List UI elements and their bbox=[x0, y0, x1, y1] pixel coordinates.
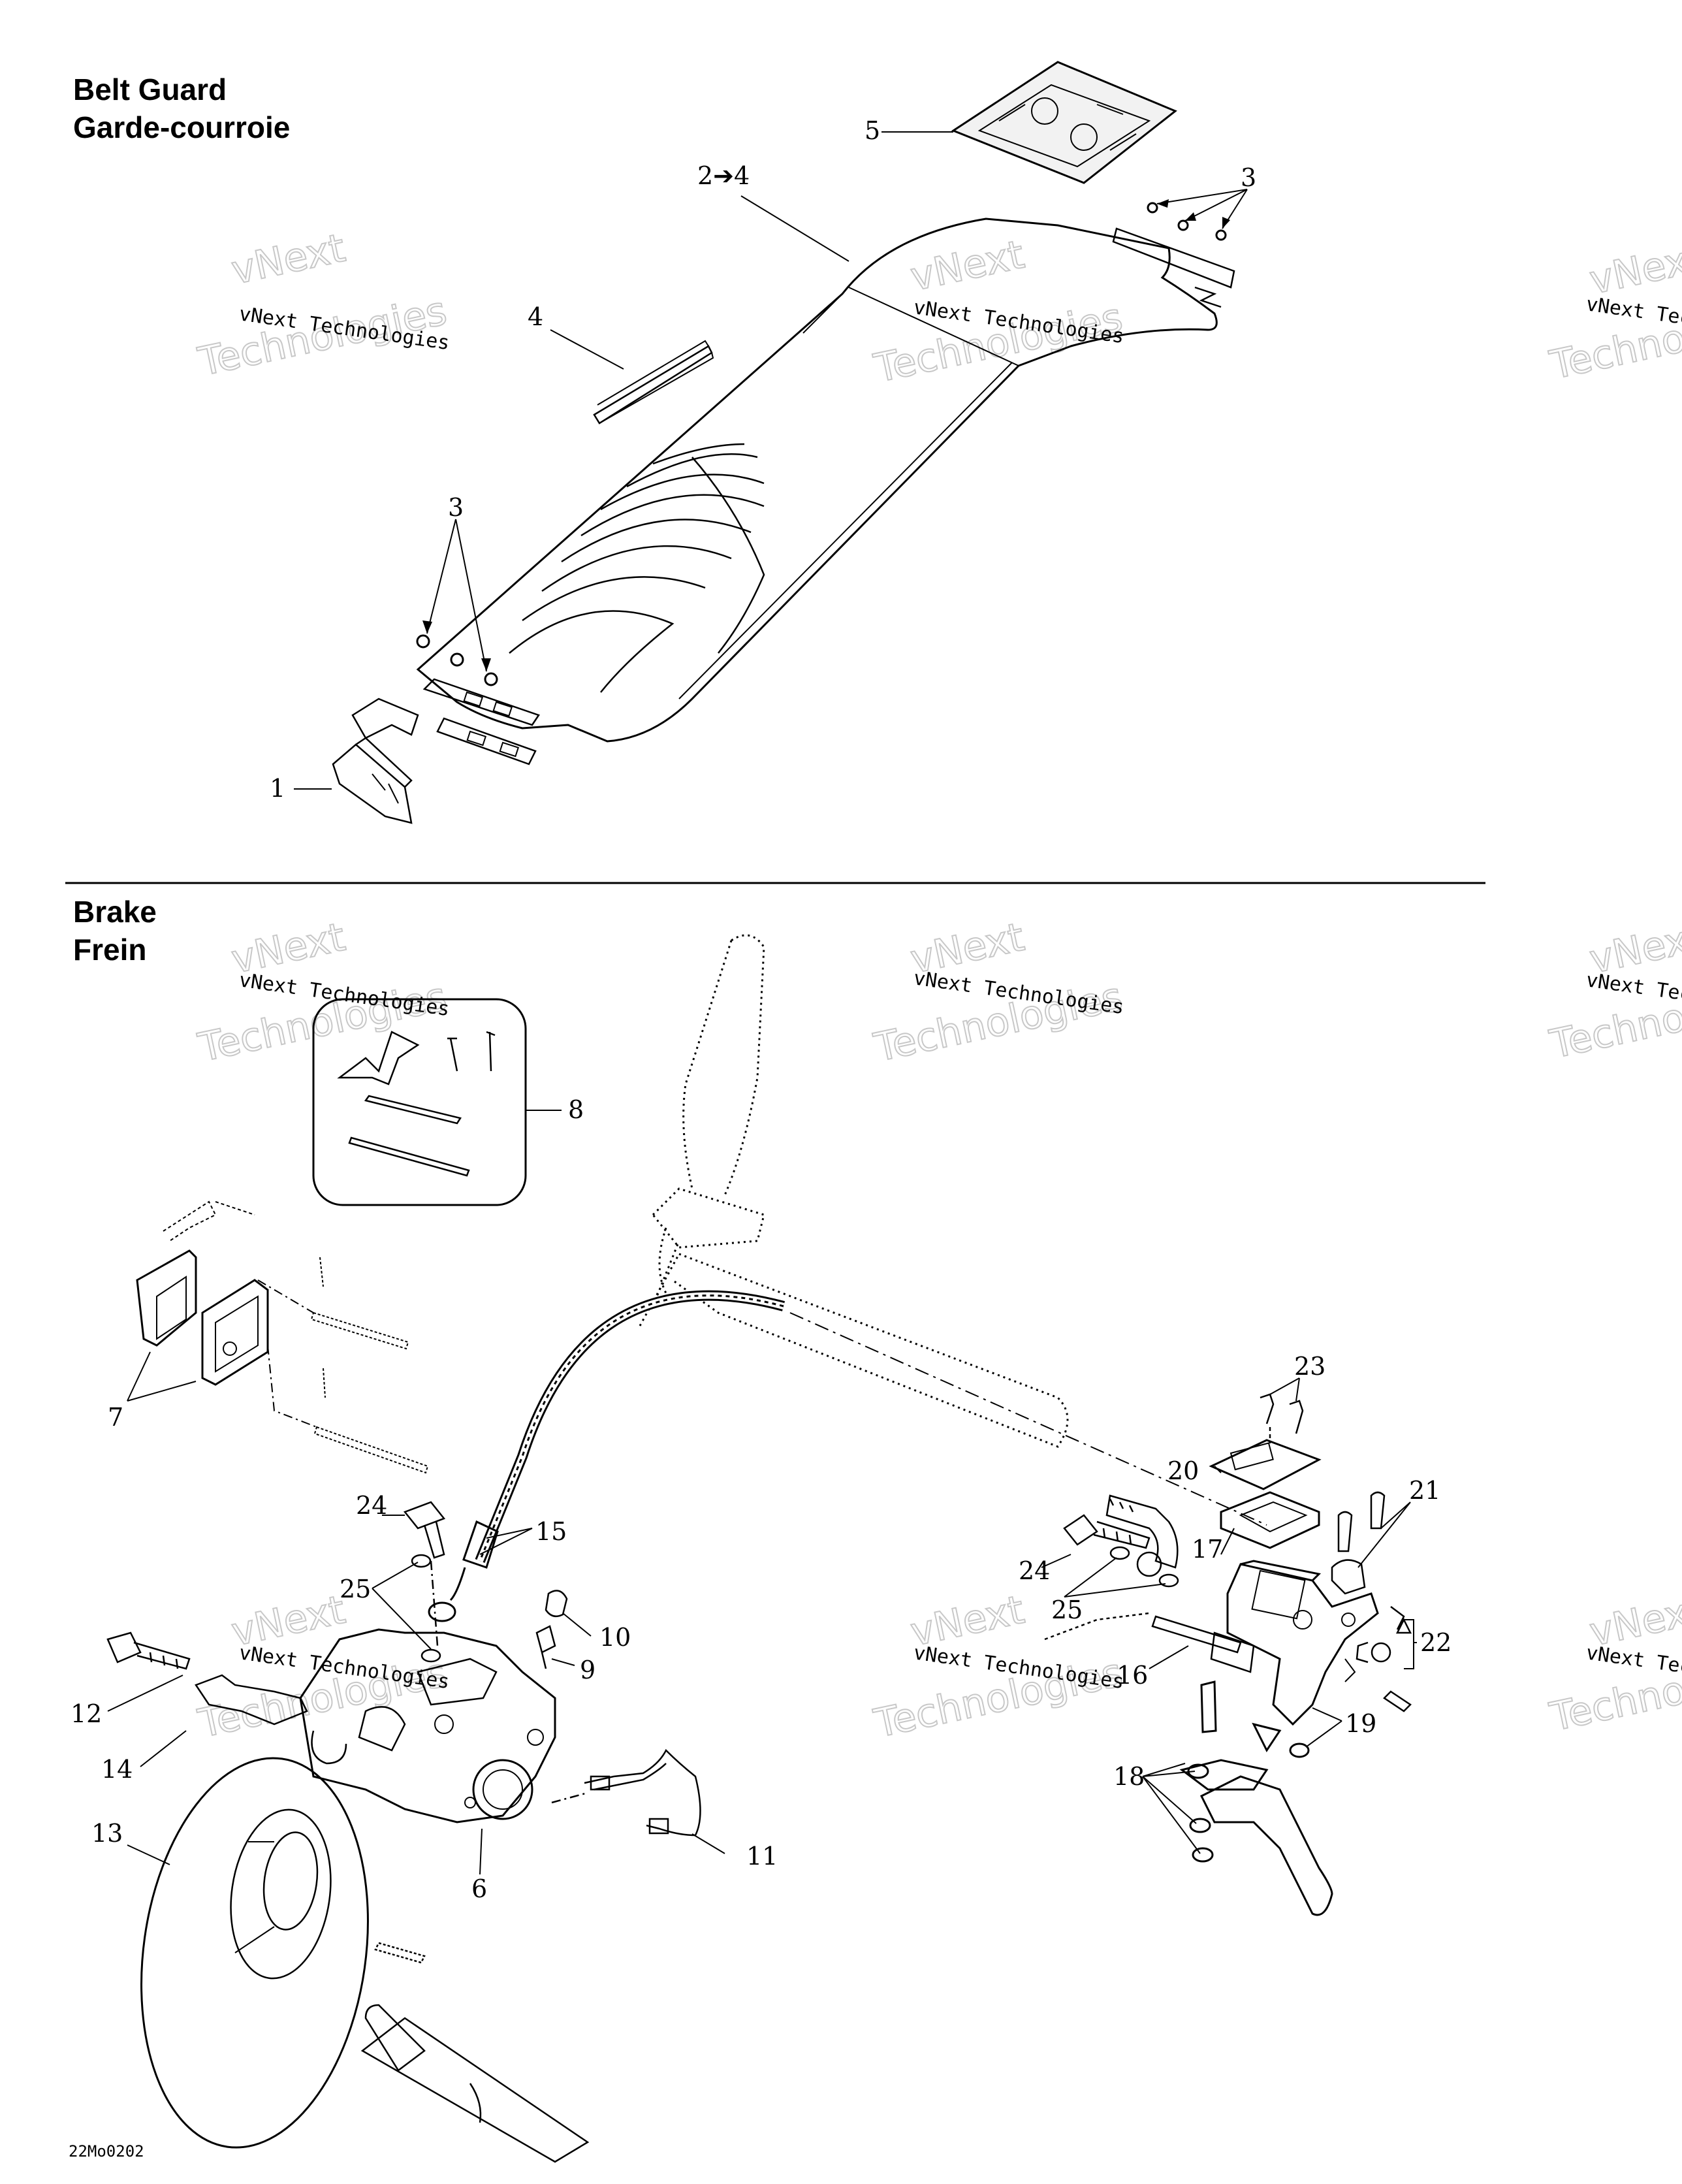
callout-1: 1 bbox=[270, 774, 285, 803]
callout-2-to-4: 2➔4 bbox=[697, 161, 750, 190]
brake-callouts: 7 8 24 25 15 10 9 12 14 13 6 11 24 25 16… bbox=[71, 1095, 1452, 1903]
banjo-bolt-24-left bbox=[403, 1501, 446, 1663]
brake-leaders bbox=[107, 1377, 1417, 1875]
kit-8-parts bbox=[337, 1031, 496, 1177]
nut-3a bbox=[416, 634, 430, 649]
svg-text:vNext: vNext bbox=[1586, 235, 1682, 304]
belt-guard-drawing bbox=[294, 61, 1248, 824]
callout-21: 21 bbox=[1409, 1476, 1440, 1505]
bolt-12 bbox=[106, 1631, 191, 1670]
callout-23: 23 bbox=[1294, 1352, 1325, 1381]
callout-13: 13 bbox=[91, 1819, 123, 1848]
hose-11 bbox=[551, 1748, 701, 1837]
watermark-6: vNext Technologies vNext Technologies bbox=[1546, 914, 1682, 1068]
callout-3-bottom: 3 bbox=[448, 493, 464, 522]
screws-23 bbox=[1260, 1393, 1304, 1443]
piston-16 bbox=[1044, 1612, 1255, 1673]
callout-15: 15 bbox=[535, 1517, 567, 1546]
nut-3f bbox=[1215, 229, 1227, 241]
callout-25-right: 25 bbox=[1051, 1596, 1083, 1624]
callout-25-left: 25 bbox=[340, 1575, 371, 1603]
handlebar-phantom bbox=[639, 934, 1069, 1448]
belt-guard-title-fr: Garde-courroie bbox=[73, 110, 291, 144]
callout-17: 17 bbox=[1192, 1535, 1223, 1564]
watermarks: vNext Technologies vNext Technologies vN… bbox=[194, 225, 1682, 1748]
brake-lever-18 bbox=[1179, 1680, 1333, 1916]
svg-text:vNext: vNext bbox=[228, 225, 349, 294]
bleeder-cap-10 bbox=[545, 1590, 568, 1618]
callout-11: 11 bbox=[746, 1842, 778, 1871]
callout-8: 8 bbox=[568, 1095, 584, 1124]
hose-fitting-right bbox=[1105, 1494, 1179, 1577]
callout-16: 16 bbox=[1117, 1661, 1148, 1690]
nut-3b bbox=[450, 652, 464, 667]
callout-19: 19 bbox=[1345, 1709, 1376, 1738]
pad-pins bbox=[257, 1257, 429, 1474]
decal-4 bbox=[593, 345, 713, 425]
callout-6: 6 bbox=[471, 1874, 487, 1903]
belt-guard-ribs bbox=[509, 443, 765, 693]
callout-18: 18 bbox=[1113, 1762, 1145, 1791]
watermark-9: vNext Technologies vNext Technologies bbox=[1546, 1586, 1682, 1741]
callout-22: 22 bbox=[1420, 1628, 1452, 1657]
banjo-bolt-24-right bbox=[1063, 1514, 1179, 1588]
callout-3-top: 3 bbox=[1241, 163, 1256, 192]
switch-22 bbox=[1356, 1618, 1412, 1712]
figure-code: 22Mo0202 bbox=[69, 2142, 144, 2160]
belt-guard-title-en: Belt Guard bbox=[73, 72, 227, 106]
bracket-14 bbox=[195, 1674, 308, 1726]
brake-disc-13 bbox=[140, 1757, 369, 2149]
brake-pads-7 bbox=[136, 1200, 269, 1386]
bleeder-9 bbox=[535, 1625, 556, 1669]
reservoir-cover-20 bbox=[1209, 1439, 1322, 1549]
belt-guard-cover bbox=[416, 217, 1218, 743]
brake-title-fr: Frein bbox=[73, 933, 147, 967]
watermark-2: vNext Technologies vNext Technologies bbox=[870, 231, 1128, 393]
nut-3d bbox=[1147, 202, 1158, 214]
nut-3e bbox=[1177, 219, 1189, 231]
brake-hose-15 bbox=[428, 1290, 785, 1622]
callout-24-left: 24 bbox=[356, 1491, 387, 1520]
callout-12: 12 bbox=[71, 1699, 102, 1728]
belt-guard-bracket-plate bbox=[422, 678, 540, 726]
watermark-4: vNext Technologies vNext Technologies bbox=[194, 914, 452, 1072]
belt-guard-callouts: 1 2➔4 3 3 4 5 bbox=[270, 116, 1256, 803]
clamp-screws-21 bbox=[1331, 1491, 1405, 1630]
callout-7: 7 bbox=[108, 1403, 123, 1432]
callout-4: 4 bbox=[528, 302, 543, 331]
watermark-7: vNext Technologies vNext Technologies bbox=[194, 1586, 452, 1748]
brake-drawing bbox=[106, 934, 1412, 2163]
kit-8-box bbox=[312, 998, 527, 1206]
decal-5-label bbox=[951, 61, 1177, 184]
watermark-1: vNext Technologies vNext Technologies bbox=[194, 225, 452, 386]
callout-24-right: 24 bbox=[1019, 1556, 1050, 1585]
watermark-3: vNext Technologies vNext Technologies bbox=[1546, 234, 1682, 389]
callout-9: 9 bbox=[580, 1656, 595, 1684]
nut-3c bbox=[484, 672, 498, 686]
callout-14: 14 bbox=[101, 1755, 133, 1784]
belt-guard-leaders bbox=[294, 131, 1248, 790]
master-cylinder bbox=[1226, 1560, 1379, 1726]
belt-guard-title: Belt Guard Garde-courroie bbox=[73, 71, 290, 146]
driveshaft bbox=[360, 1942, 590, 2163]
watermark-8: vNext Technologies vNext Technologies bbox=[870, 1586, 1128, 1748]
caliper-6 bbox=[299, 1628, 556, 1823]
brake-title-en: Brake bbox=[73, 895, 157, 929]
callout-10: 10 bbox=[599, 1623, 631, 1652]
clip-1 bbox=[332, 698, 419, 824]
callout-5: 5 bbox=[865, 116, 880, 145]
brake-title: Brake Frein bbox=[73, 893, 157, 969]
svg-text:vNext: vNext bbox=[907, 232, 1028, 300]
callout-20: 20 bbox=[1167, 1456, 1199, 1485]
belt-guard-strap bbox=[1112, 227, 1235, 289]
watermark-5: vNext Technologies vNext Technologies bbox=[870, 914, 1128, 1072]
